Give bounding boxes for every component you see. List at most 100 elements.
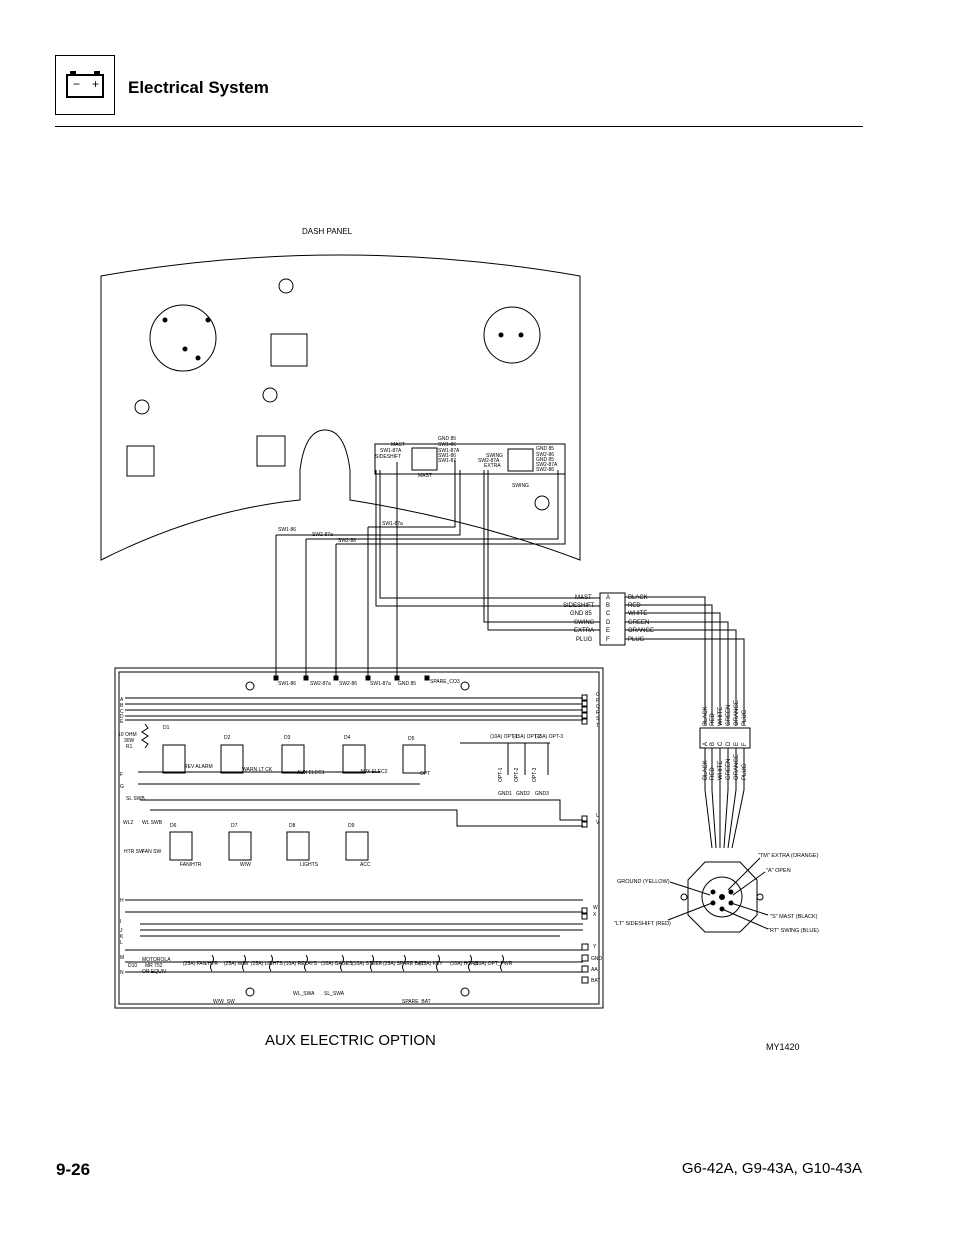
pin-right-s: S — [596, 716, 600, 722]
ground-3: GND3 — [535, 791, 549, 797]
conn-left-2: SIDESHIFT — [563, 603, 595, 609]
plug-pin-3: C — [718, 741, 724, 746]
switch-label-wl: WL SWB — [142, 820, 163, 826]
bottom-fuse-1: (25A) FAN/HTR — [183, 961, 218, 967]
swing-right-1: GND 85 — [536, 446, 554, 452]
relays-row2 — [169, 831, 369, 861]
bottom-label-4: SPARE_BAT — [402, 999, 431, 1005]
plug-pin-1: A — [703, 742, 709, 746]
plug-label-4: "S" MAST (BLACK) — [770, 914, 818, 920]
conn-color-3: WHITE — [628, 611, 647, 617]
relay-d5: D5 — [408, 736, 415, 742]
pin-right-gnd: GND — [591, 956, 603, 962]
bottom-label-1: W/W_SW — [213, 999, 235, 1005]
battery-minus: − — [73, 77, 80, 91]
relay-d2: D2 — [224, 735, 231, 741]
dash-switch-2 — [126, 445, 155, 477]
figure-id: MY1420 — [766, 1042, 800, 1052]
relay-label-1: REV ALARM — [184, 764, 213, 770]
relay-label-6: FAN/HTR — [180, 862, 202, 868]
relay-label-2: WARN LT CK — [242, 767, 273, 773]
pin-right-p: P — [596, 698, 600, 704]
pin-left-h: H — [120, 898, 124, 904]
vcolor-bot-3: WHITE — [718, 761, 724, 780]
plug-pin-2: B — [710, 742, 716, 746]
box-top-1: SW1-86 — [278, 681, 296, 687]
opt-fuse-3: (15A) OPT-3 — [535, 734, 563, 740]
harness-label-3: SW2-86 — [338, 538, 356, 544]
opt-vertical-3: OPT-3 — [532, 767, 538, 782]
conn-pin-2: B — [606, 603, 610, 609]
pin-left-j: J — [120, 928, 123, 934]
mast-right-2: SW1-86 — [438, 442, 456, 448]
mast-line-2: SIDESHIFT — [375, 454, 401, 460]
plug-label-3: GROUND (YELLOW) — [617, 879, 670, 885]
conn-color-4: GREEN — [628, 620, 649, 626]
swing-right-2: SW2-86 — [536, 452, 554, 458]
motorola-4: D10 — [128, 963, 137, 969]
pin-right-y: Y — [593, 944, 597, 950]
box-top-4: SW1-87a — [370, 681, 391, 687]
header-rule — [55, 126, 863, 127]
plug-pin-5: E — [734, 742, 740, 746]
relay-label-3: AUX ELEC1 — [297, 770, 325, 776]
box-top-2: SW2-87a — [310, 681, 331, 687]
bottom-fuse-2: (25A) W/W — [224, 961, 249, 967]
pin-right-v: V — [596, 820, 600, 826]
diagram-caption: AUX ELECTRIC OPTION — [265, 1032, 436, 1049]
opt-vertical-1: OPT-1 — [498, 767, 504, 782]
conn-left-5: EXTRA — [574, 628, 594, 634]
hour-meter-gauge — [149, 304, 217, 372]
opt-fuse-1: (10A) OPT-1 — [490, 734, 518, 740]
mast-switch — [411, 447, 438, 471]
relay-d3: D3 — [284, 735, 291, 741]
relay-d1: D1 — [163, 725, 170, 731]
relay-d8: D8 — [289, 823, 296, 829]
inline-connector — [699, 727, 751, 749]
swing-line-1: SW2-87A — [478, 458, 500, 464]
motorola-1: MOTOROLA — [142, 957, 171, 963]
conn-color-2: RED — [628, 603, 641, 609]
relay-label-7: W/W — [240, 862, 251, 868]
swing-line-2: EXTRA — [484, 463, 501, 469]
plug-label-1: "TM" EXTRA (ORANGE) — [758, 853, 819, 859]
vcolor-bot-4: GREEN — [726, 759, 732, 780]
section-title: Electrical System — [128, 78, 269, 97]
vcolor-bot-6: PLUG — [742, 763, 748, 780]
switch-label-wl2: WL2 — [123, 820, 134, 826]
small-indicators — [134, 278, 550, 511]
mast-right-3: SW1-87A — [438, 448, 460, 454]
dash-switch-1 — [270, 333, 308, 367]
conn-pin-6: F — [606, 637, 610, 643]
pin-left-f: F — [120, 772, 123, 778]
pin-left-k: K — [120, 934, 124, 940]
dash-switch-3 — [256, 435, 286, 467]
pin-left-e: E — [120, 719, 124, 725]
switch-bus-outline — [374, 443, 566, 475]
bottom-fuse-6: (10A) STEER — [352, 961, 383, 967]
swing-sub: SWING — [512, 483, 529, 489]
conn-pin-5: E — [606, 628, 610, 634]
switch-label-htr: HTR SW — [124, 849, 144, 855]
vcolor-top-5: ORANGE — [734, 700, 740, 726]
vcolor-top-1: BLACK — [703, 706, 709, 726]
conn-left-6: PLUG — [576, 637, 593, 643]
box-top-3: SW2-86 — [339, 681, 357, 687]
vcolor-top-2: RED — [710, 713, 716, 726]
opt-fuse-2: (15A) OPT-2 — [513, 734, 541, 740]
pin-right-u: U — [596, 813, 600, 819]
plug-leaders — [667, 857, 769, 930]
bottom-fuse-symbols — [210, 954, 504, 972]
relays-row1 — [162, 744, 426, 774]
pin-right-o: O — [596, 692, 600, 698]
plug-label-2: "A" OPEN — [766, 868, 791, 874]
model-numbers: G6-42A, G9-43A, G10-43A — [681, 1160, 862, 1177]
pin-left-i: I — [120, 919, 121, 925]
relay-label-5: OPT — [420, 771, 430, 777]
mounting-holes — [245, 681, 470, 997]
motorola-3: OR EQUIV — [142, 969, 167, 975]
conn-pin-1: A — [606, 595, 610, 601]
vcolor-top-3: WHITE — [718, 707, 724, 726]
resistor-label-1: 10 OHM — [118, 732, 137, 738]
